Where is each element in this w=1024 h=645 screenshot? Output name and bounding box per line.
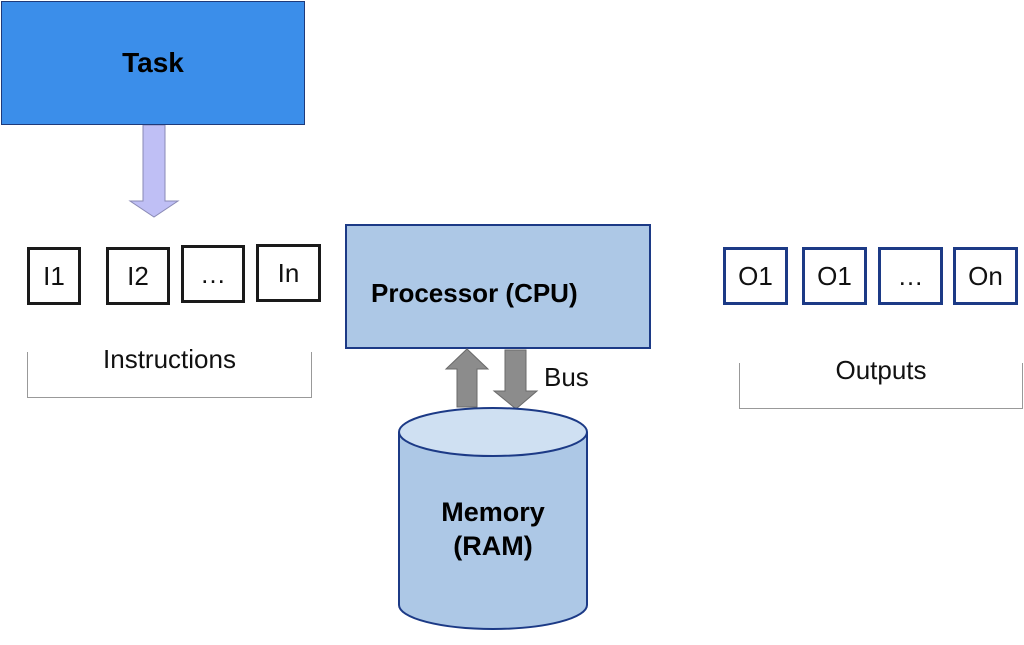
instruction-box-n: In [256, 244, 321, 302]
instruction-label: I1 [43, 260, 65, 291]
output-label: O1 [738, 260, 773, 291]
processor-box: Processor (CPU) [345, 224, 651, 349]
instruction-label: In [277, 257, 300, 288]
instruction-box-1: I1 [27, 247, 81, 305]
bus-label: Bus [544, 362, 589, 392]
instructions-label: Instructions [103, 344, 236, 374]
bus-arrows [444, 348, 539, 410]
memory-label: Memory (RAM) [400, 495, 586, 563]
output-label: … [897, 260, 924, 291]
instruction-box-ellipsis: … [181, 245, 245, 303]
instructions-bracket: Instructions [27, 344, 312, 398]
task-to-instructions-arrow [128, 125, 180, 218]
memory-label-line2: (RAM) [453, 531, 533, 561]
output-box-1: O1 [723, 247, 788, 305]
task-box: Task [1, 1, 305, 125]
outputs-bracket: Outputs [739, 355, 1023, 409]
output-box-n: On [953, 247, 1018, 305]
processor-label: Processor (CPU) [371, 278, 578, 308]
bus-up-arrow [444, 348, 490, 408]
memory-cylinder [398, 407, 588, 630]
output-label: On [968, 260, 1003, 291]
output-box-2: O1 [802, 247, 867, 305]
instruction-label: … [200, 258, 226, 289]
instruction-box-2: I2 [106, 247, 170, 305]
instruction-label: I2 [127, 260, 149, 291]
output-box-ellipsis: … [878, 247, 943, 305]
memory-label-line1: Memory [441, 497, 545, 527]
output-label: O1 [817, 260, 852, 291]
outputs-label: Outputs [835, 355, 927, 385]
task-label: Task [122, 47, 184, 78]
bus-down-arrow [492, 349, 539, 410]
